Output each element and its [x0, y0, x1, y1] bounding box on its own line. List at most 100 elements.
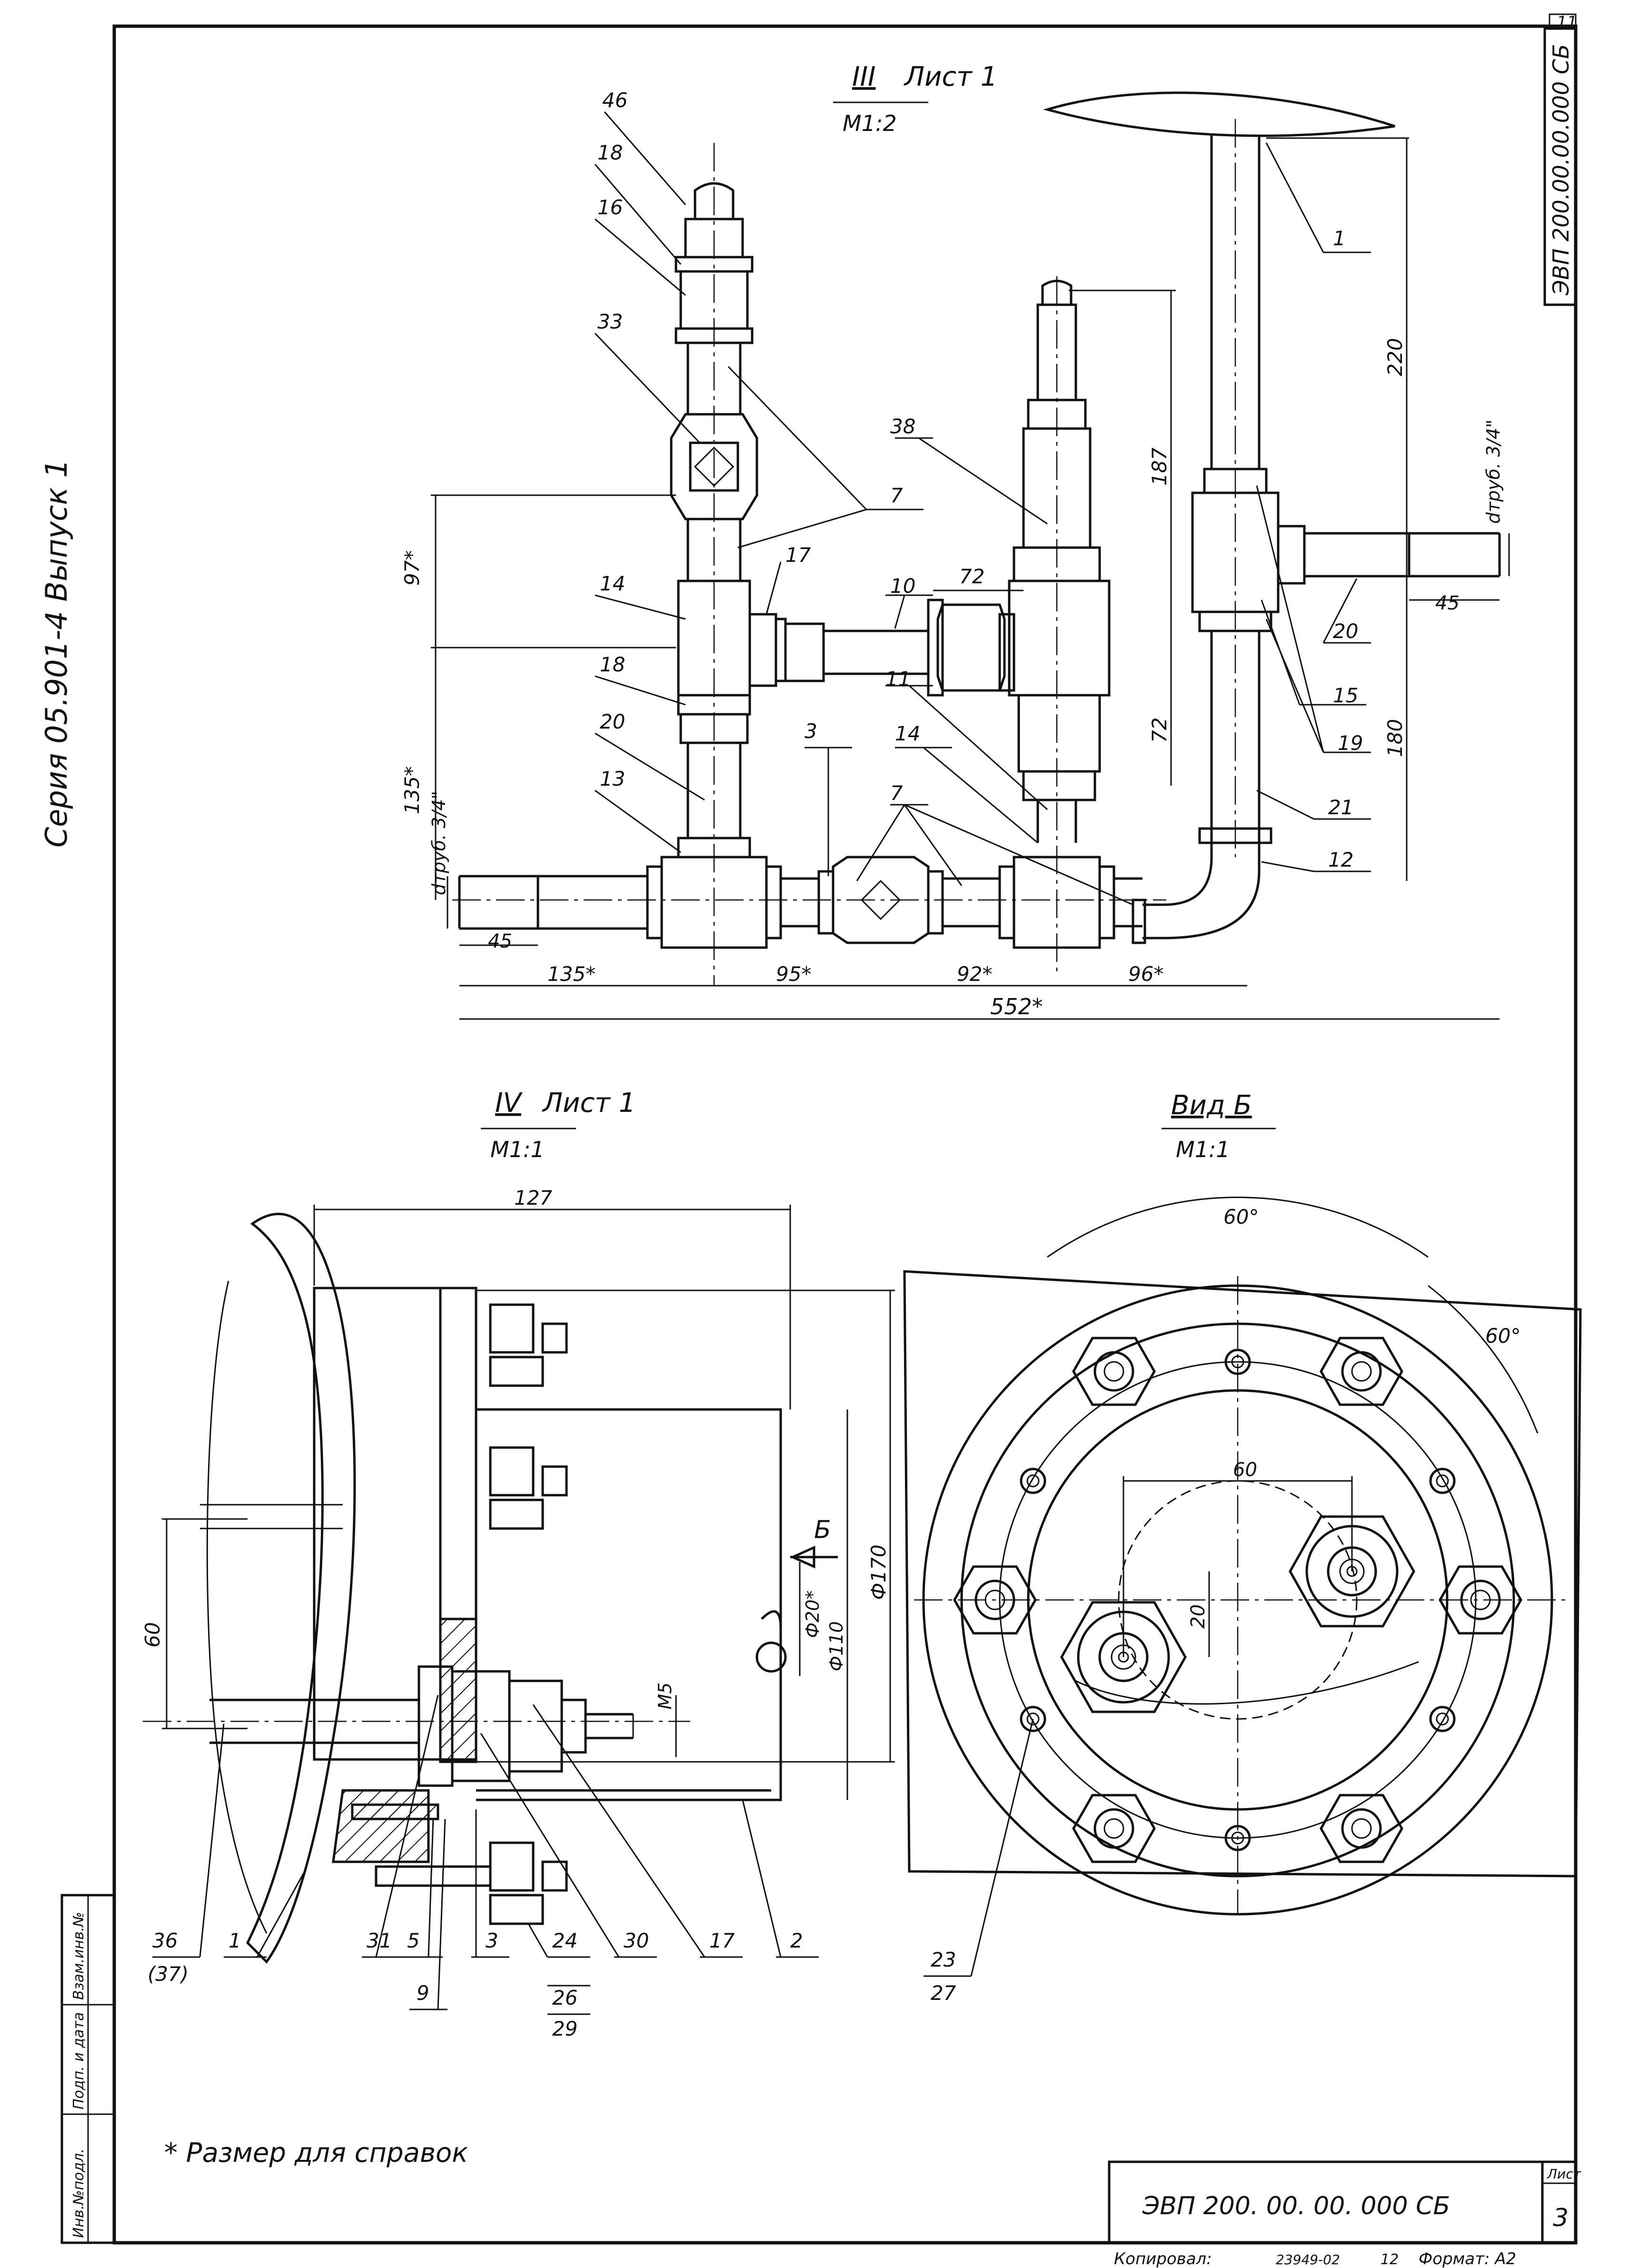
callout-18b: 18 [600, 653, 625, 676]
callout-26: 26 [552, 1986, 577, 2009]
callout-3: 3 [805, 719, 817, 743]
dim-95: 95* [776, 962, 811, 986]
callout-37: (37) [148, 1962, 189, 1986]
tank-wall-section [1043, 91, 1395, 137]
callout-30: 30 [624, 1929, 649, 1952]
view-III-roman: III [852, 61, 876, 92]
dim-45-right: 45 [1435, 592, 1460, 614]
dim-72-v: 72 [1148, 718, 1171, 743]
dim-m5: М5 [655, 1682, 675, 1709]
dim-180: 180 [1383, 719, 1407, 757]
nut-3 [1439, 1565, 1522, 1635]
copy-line: Копировал: 23949-02 12 Формат: А2 [1114, 2249, 1516, 2268]
dimensions-III: 220 187 72 72 180 97* 135* dтруб. 3/4" d… [400, 137, 1510, 1020]
callout-36: 36 [152, 1929, 178, 1952]
title-designation: ЭВП 200. 00. 00. 000 СБ [1142, 2192, 1450, 2220]
dim-f170: Ф170 [867, 1545, 890, 1600]
title-block: ЭВП 200. 00. 00. 000 СБ Лист 3 [1108, 2160, 1581, 2244]
cover-housing [476, 1408, 782, 1801]
stamp-replace: Взам.инв.№ [70, 1912, 87, 2000]
copied-sign: 23949-02 [1276, 2252, 1340, 2268]
screw-holes [1020, 1349, 1456, 1851]
callout-20b: 20 [1333, 619, 1358, 643]
callout-1: 1 [1333, 227, 1346, 250]
dim-96: 96* [1128, 962, 1163, 986]
callout-3-iv: 3 [486, 1929, 498, 1952]
sheet-frame: 11 ЭВП 200.00.00.000 СБ Серия 05.901-4 В… [39, 13, 1581, 2268]
copied-num: 12 [1381, 2251, 1399, 2268]
tank-shell [246, 1212, 356, 1964]
view-IV-sheet: Лист 1 [542, 1088, 636, 1119]
dim-f110: Ф110 [826, 1621, 847, 1671]
view-B-title: Вид Б М1:1 [1162, 1090, 1276, 1162]
arrow-b [789, 1546, 838, 1569]
bolt-mid [489, 1446, 568, 1530]
dim-20-b: 20 [1187, 1604, 1209, 1629]
view-marker-b: Б [814, 1516, 831, 1544]
copied-by: Копировал: [1114, 2249, 1212, 2268]
nut-2 [1320, 1337, 1403, 1406]
branch-right [1278, 525, 1501, 585]
left-stamp: Инв.№подл. Подп. и дата Взам.инв.№ [60, 1894, 116, 2244]
nut-4 [1320, 1794, 1403, 1863]
valve-38 [927, 276, 1111, 976]
nut-1 [1072, 1337, 1156, 1406]
designation-rotated: ЭВП 200.00.00.000 СБ [1548, 44, 1574, 296]
pipe-1 [1132, 119, 1280, 944]
sheet-number: 3 [1553, 2204, 1569, 2232]
dimensions-IV: 127 60 Ф20* Ф110 Ф170 М5 Б [141, 1186, 895, 1800]
left-column [670, 143, 787, 986]
view-IV: IV Лист 1 М1:1 [141, 1088, 895, 2040]
callout-5: 5 [407, 1929, 420, 1952]
callout-19: 19 [1338, 731, 1363, 755]
electrode-assembly [143, 1665, 690, 1787]
callout-24: 24 [552, 1929, 577, 1952]
callouts-B: 23 27 [924, 1718, 1034, 2005]
callout-14a: 14 [600, 572, 625, 595]
view-IV-roman: IV [495, 1088, 523, 1119]
callout-23: 23 [931, 1948, 956, 1971]
stamp-inv: Инв.№подл. [70, 2148, 87, 2238]
callout-20a: 20 [600, 710, 625, 733]
bolt-nuts [953, 1337, 1522, 1863]
dim-552: 552* [990, 994, 1043, 1019]
callouts-III: 46 18 16 33 7 14 17 18 13 20 3 [594, 89, 1371, 906]
format-text: Формат: А2 [1419, 2249, 1516, 2268]
callouts-IV: 36 (37) 1 31 5 9 3 24 26 29 [148, 1695, 819, 2040]
callout-16: 16 [597, 196, 623, 219]
view-B-plate [903, 1270, 1582, 1878]
bottom-run [452, 856, 1166, 949]
callout-18a: 18 [597, 141, 623, 164]
callout-27: 27 [931, 1981, 956, 2005]
dim-127: 127 [514, 1186, 552, 1209]
callout-46: 46 [602, 89, 627, 112]
view-III-sheet: Лист 1 [904, 61, 997, 92]
callout-15: 15 [1333, 684, 1358, 707]
nut-6 [953, 1565, 1037, 1635]
dim-72-h: 72 [959, 565, 984, 588]
dim-135-h: 135* [547, 962, 596, 986]
dim-60deg-right: 60° [1485, 1324, 1520, 1348]
callout-17-iv: 17 [709, 1929, 735, 1952]
dim-dtrub-left: dтруб. 3/4" [428, 791, 449, 895]
callout-13: 13 [600, 767, 625, 790]
callout-14b: 14 [895, 722, 920, 745]
callout-11: 11 [885, 667, 911, 690]
dim-60deg-top: 60° [1223, 1205, 1259, 1229]
dim-92: 92* [957, 962, 992, 986]
bolt-top [489, 1303, 568, 1387]
footnote: * Размер для справок [164, 2138, 468, 2168]
flange-hatch [439, 1618, 477, 1763]
dim-187: 187 [1148, 448, 1171, 486]
dim-f20: Ф20* [802, 1590, 823, 1638]
dim-45-left: 45 [488, 930, 512, 952]
callout-33: 33 [597, 310, 623, 333]
callout-10: 10 [890, 574, 915, 598]
series-text: Серия 05.901-4 Выпуск 1 [39, 459, 74, 848]
view-IV-scale: М1:1 [490, 1137, 545, 1162]
callout-1-iv: 1 [228, 1929, 241, 1952]
sheet-label: Лист [1547, 2166, 1581, 2182]
tank-inner [206, 1280, 268, 1934]
callout-2: 2 [790, 1929, 803, 1952]
dim-60-b: 60 [1233, 1459, 1257, 1481]
